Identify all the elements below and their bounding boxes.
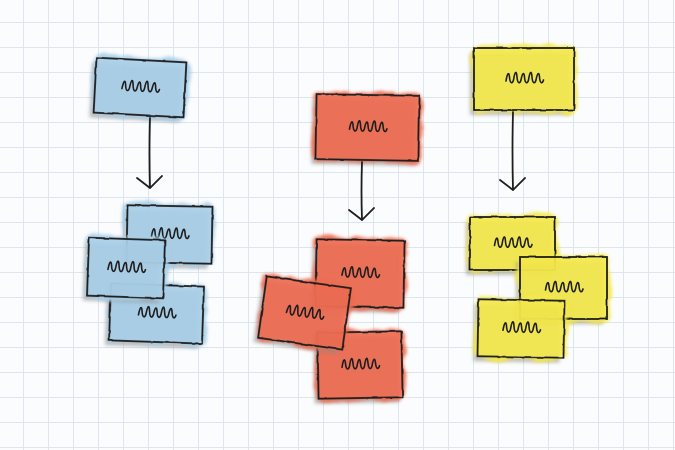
scribble-text: [137, 305, 177, 319]
scribble-text: [121, 79, 161, 93]
scribble-text: [348, 120, 388, 133]
card-outline: [316, 330, 404, 400]
card-outline: [257, 275, 352, 351]
card-outline: [476, 298, 566, 359]
blue-parent-card: [89, 54, 190, 123]
yellow-child-card-3: [473, 296, 568, 363]
red-child-card-3: [253, 274, 354, 355]
arrow-head-icon: [499, 177, 526, 191]
card-outline: [125, 204, 214, 265]
group-red: [253, 91, 423, 404]
connector-arrow-shaft: [360, 161, 363, 221]
scribble-text: [505, 71, 545, 84]
card-outline: [92, 56, 188, 119]
red-parent-card: [311, 91, 423, 166]
scribble-text: [341, 266, 381, 279]
connector-arrow-shaft: [148, 117, 151, 189]
arrow-head-icon: [136, 175, 163, 189]
group-yellow: [466, 45, 610, 363]
card-outline: [314, 93, 421, 162]
connector-arrow-shaft: [511, 111, 514, 191]
yellow-parent-card: [470, 45, 577, 115]
scribble-text: [544, 280, 584, 293]
scribble-text: [285, 304, 325, 320]
scribble-text: [107, 260, 147, 274]
scribble-text: [502, 321, 542, 334]
blue-child-card-3: [82, 234, 168, 304]
scribble-text: [341, 357, 381, 370]
group-blue: [82, 54, 216, 349]
arrow-head-icon: [348, 207, 375, 221]
card-outline: [314, 238, 406, 309]
card-outline: [473, 47, 575, 111]
scribble-text: [493, 236, 533, 248]
card-outline: [86, 236, 166, 300]
card-outline: [469, 216, 556, 271]
